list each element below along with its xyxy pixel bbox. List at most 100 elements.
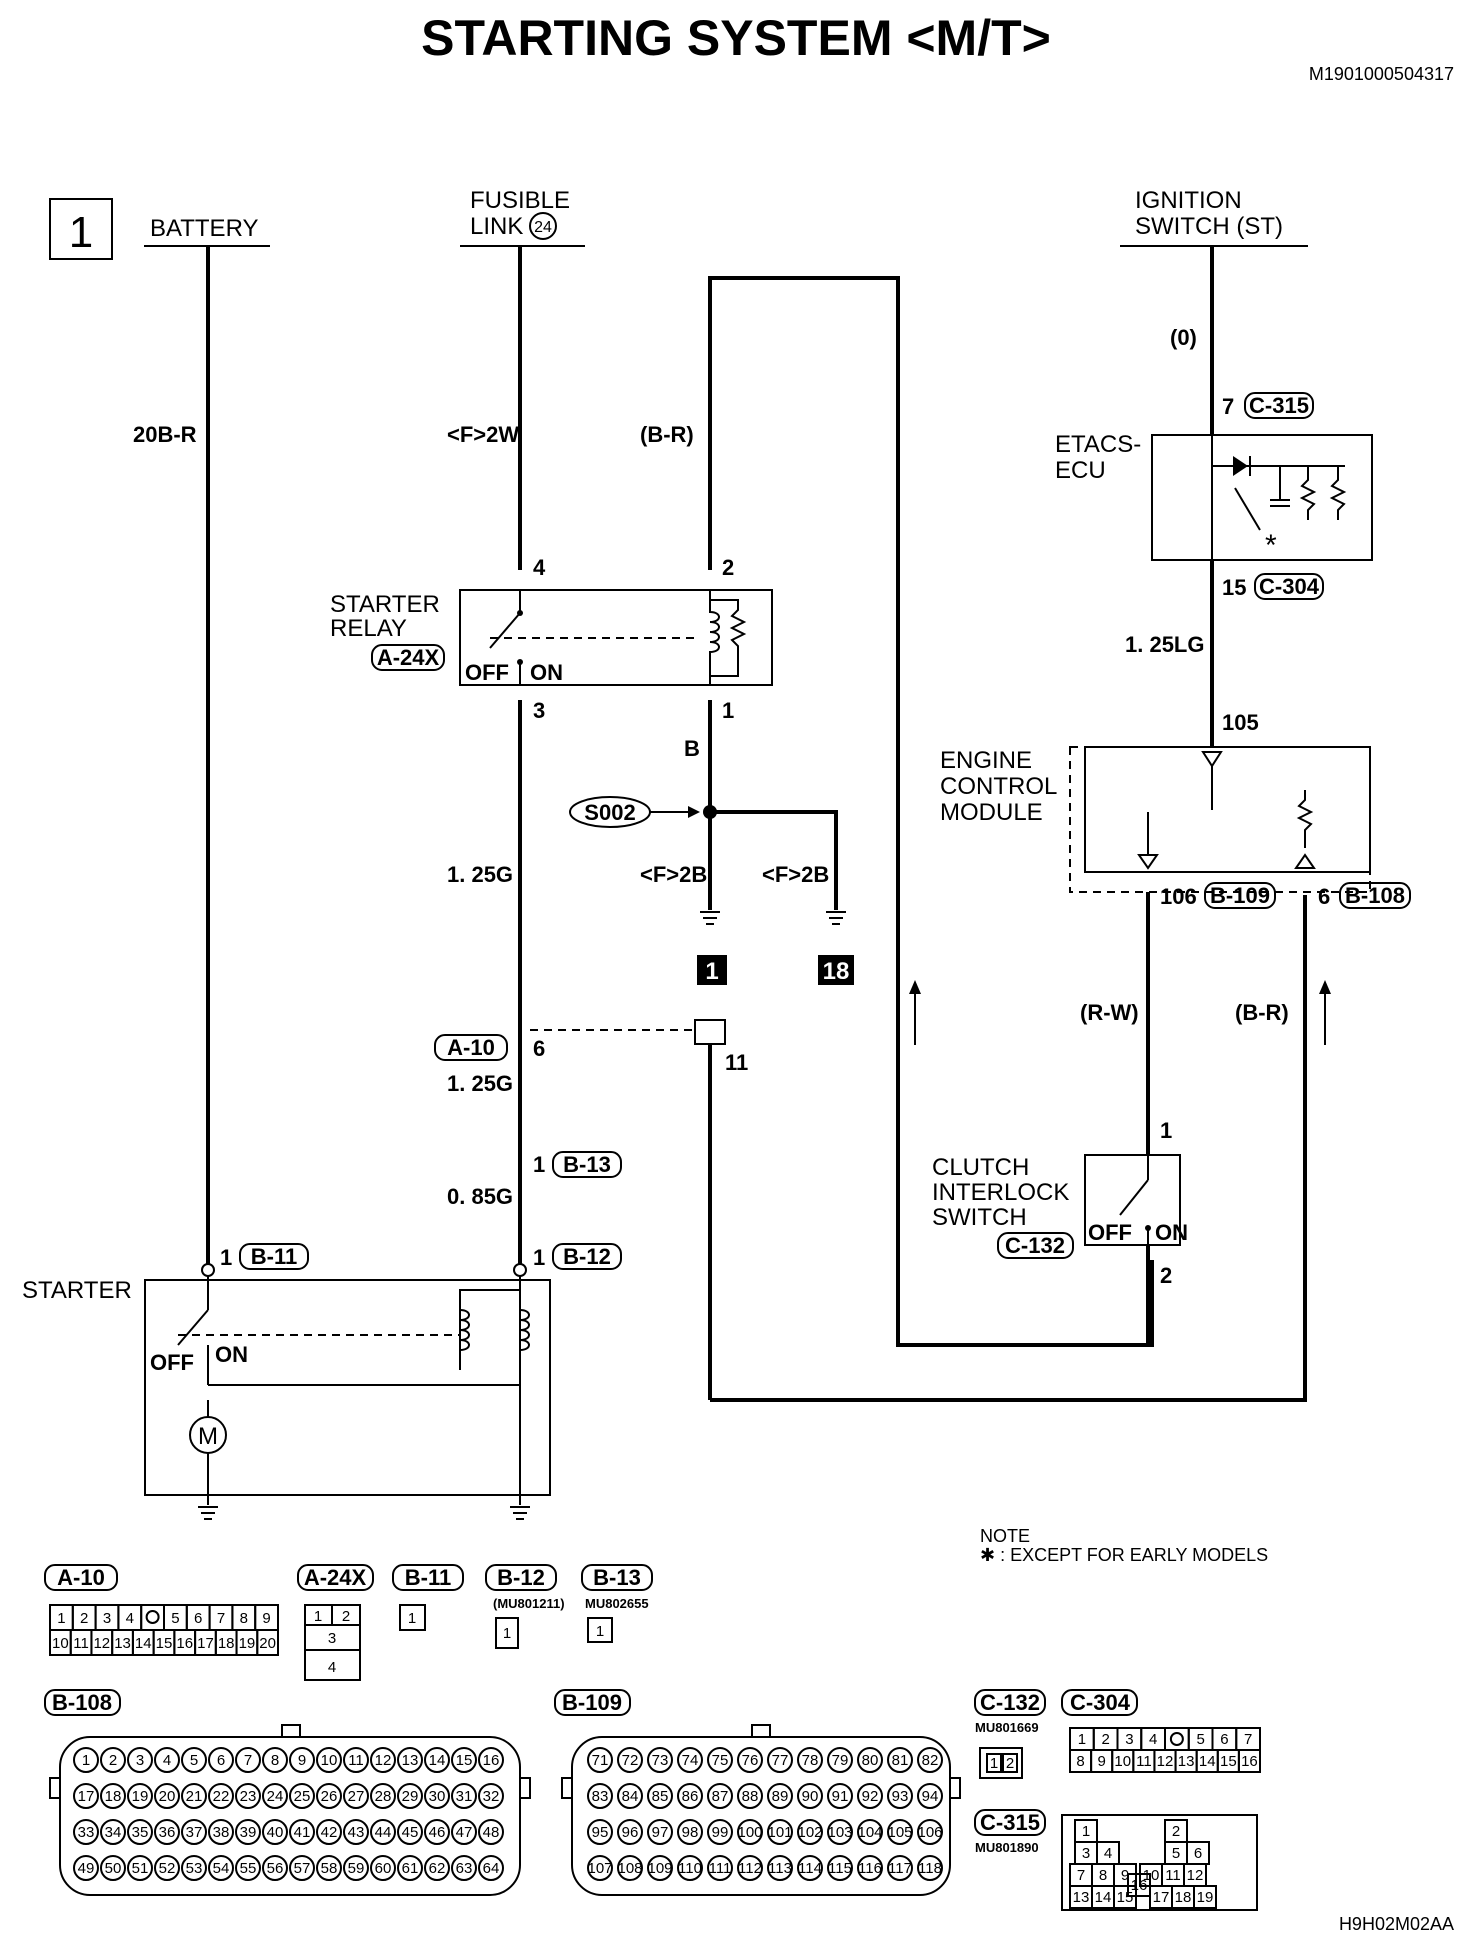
connector-pin-number: 50 (105, 1860, 122, 1877)
connector-pin-number: 2 (80, 1610, 88, 1627)
connector-pin-number: 52 (159, 1860, 176, 1877)
connector-pin-number: 79 (832, 1752, 849, 1769)
svg-text:1: 1 (314, 1608, 322, 1625)
starter-relay-label-1: STARTER (330, 591, 440, 618)
etacs-label-1: ETACS- (1055, 431, 1141, 458)
connector-pin-circle (289, 1747, 315, 1773)
pin-105: 105 (1222, 710, 1259, 735)
connector-pin-number: 15 (1220, 1753, 1237, 1770)
connector-pin-number: 19 (1197, 1889, 1214, 1906)
svg-text:B-13: B-13 (593, 1565, 641, 1590)
ecm-label-1: ENGINE (940, 747, 1032, 774)
connector-pin-number: 5 (1196, 1731, 1204, 1748)
etacs-asterisk: * (1265, 529, 1277, 562)
connector-pin-number: 11 (1136, 1753, 1152, 1770)
relay-on-label: ON (530, 660, 563, 685)
connector-pin-number: 13 (402, 1752, 419, 1769)
connector-pin-circle (857, 1855, 883, 1881)
ecm-label-2: CONTROL (940, 773, 1057, 800)
connector-pin-number: 7 (1077, 1867, 1085, 1884)
connector-pin-number: 14 (135, 1635, 152, 1652)
connector-pin-number: 101 (767, 1824, 792, 1841)
connector-pin-circle (100, 1783, 126, 1809)
svg-text:C-132: C-132 (980, 1690, 1040, 1715)
connector-pin-circle (127, 1819, 153, 1845)
note-text: ✱ : EXCEPT FOR EARLY MODELS (980, 1545, 1268, 1565)
wire-label-ign-0: (0) (1170, 325, 1197, 350)
connector-pin-circle (235, 1855, 261, 1881)
pin-2: 2 (722, 555, 734, 580)
clutch-off-label: OFF (1088, 1220, 1132, 1245)
connector-pin-number: 117 (888, 1860, 912, 1877)
connector-pin-circle (73, 1855, 99, 1881)
connector-pin-circle (127, 1747, 153, 1773)
connector-pin-circle (451, 1747, 477, 1773)
connector-c304: C-304 (1259, 574, 1320, 599)
splice-branch-wire (710, 810, 838, 910)
connector-pin-number: 59 (348, 1860, 365, 1877)
connector-pin-circle (208, 1747, 234, 1773)
fusible-link-label-2: LINK (470, 213, 523, 240)
svg-text:(MU801211): (MU801211) (493, 1596, 565, 1611)
connector-pin-circle (917, 1819, 943, 1845)
connector-pin-circle (424, 1747, 450, 1773)
connector-pin-circle (827, 1855, 853, 1881)
connector-pin-number: 48 (483, 1824, 500, 1841)
svg-text:C-315: C-315 (980, 1810, 1040, 1835)
starter-switch-arm (177, 1309, 209, 1346)
connector-pin-number: 6 (194, 1610, 202, 1627)
solenoid-hold-lead (459, 1289, 520, 1370)
connector-pin-circle (677, 1783, 703, 1809)
connector-pin-number: 57 (294, 1860, 311, 1877)
connector-pin-number: 8 (1076, 1753, 1084, 1770)
connector-pin-number: 97 (652, 1824, 669, 1841)
connector-pin-circle (343, 1747, 369, 1773)
connector-pin-circle (424, 1855, 450, 1881)
etacs-label-2: ECU (1055, 457, 1106, 484)
page-number: 1 (69, 208, 93, 257)
connector-pin-circle (235, 1783, 261, 1809)
flow-arrowhead-1 (909, 980, 921, 994)
connector-pin-circle (451, 1783, 477, 1809)
connector-pin-number: 22 (213, 1788, 230, 1805)
pin-1c: 1 (533, 1245, 545, 1270)
pin-6a: 6 (1318, 884, 1330, 909)
splice-junction (703, 805, 717, 819)
wire-label-g2: 1. 25G (447, 1071, 513, 1096)
connector-pin-circle (737, 1855, 763, 1881)
battery-terminal (201, 1263, 215, 1277)
svg-text:2: 2 (1006, 1755, 1014, 1772)
connector-pin-number: 61 (402, 1860, 419, 1877)
connector-pin-number: 58 (321, 1860, 338, 1877)
connector-pin-number: 14 (1199, 1753, 1216, 1770)
connector-pin-circle (397, 1855, 423, 1881)
clutch-on-label: ON (1155, 1220, 1188, 1245)
connector-pin-number: 11 (1165, 1867, 1181, 1884)
connector-pin-circle (73, 1819, 99, 1845)
connector-pin-number: 43 (348, 1824, 365, 1841)
svg-text:B-12: B-12 (497, 1565, 545, 1590)
connector-pin-circle (707, 1747, 733, 1773)
connector-pin-circle (316, 1783, 342, 1809)
connector-pin-number: 17 (197, 1635, 214, 1652)
etacs-arrow-line (1234, 487, 1261, 531)
clutch-label-2: INTERLOCK (932, 1179, 1069, 1206)
connector-pin-circle (857, 1747, 883, 1773)
wire-label-f2b-1: <F>2B (640, 862, 707, 887)
connector-pin-circle (587, 1783, 613, 1809)
svg-text:4: 4 (328, 1659, 336, 1676)
connector-pin-number: 91 (832, 1788, 849, 1805)
connector-pin-number: 9 (1097, 1753, 1105, 1770)
footer-id: H9H02M02AA (1339, 1914, 1454, 1934)
connector-pin-number: 38 (213, 1824, 230, 1841)
connector-pin-number: 64 (483, 1860, 500, 1877)
clutch-switch-arm (1119, 1179, 1149, 1216)
connector-pin-number: 39 (240, 1824, 257, 1841)
connector-pin-number: 78 (802, 1752, 819, 1769)
connector-pin-circle (208, 1783, 234, 1809)
connector-pin-circle (707, 1855, 733, 1881)
connector-pin-number: 94 (922, 1788, 939, 1805)
connector-pin-number: 84 (622, 1788, 639, 1805)
connector-pin-number: 108 (617, 1860, 642, 1877)
